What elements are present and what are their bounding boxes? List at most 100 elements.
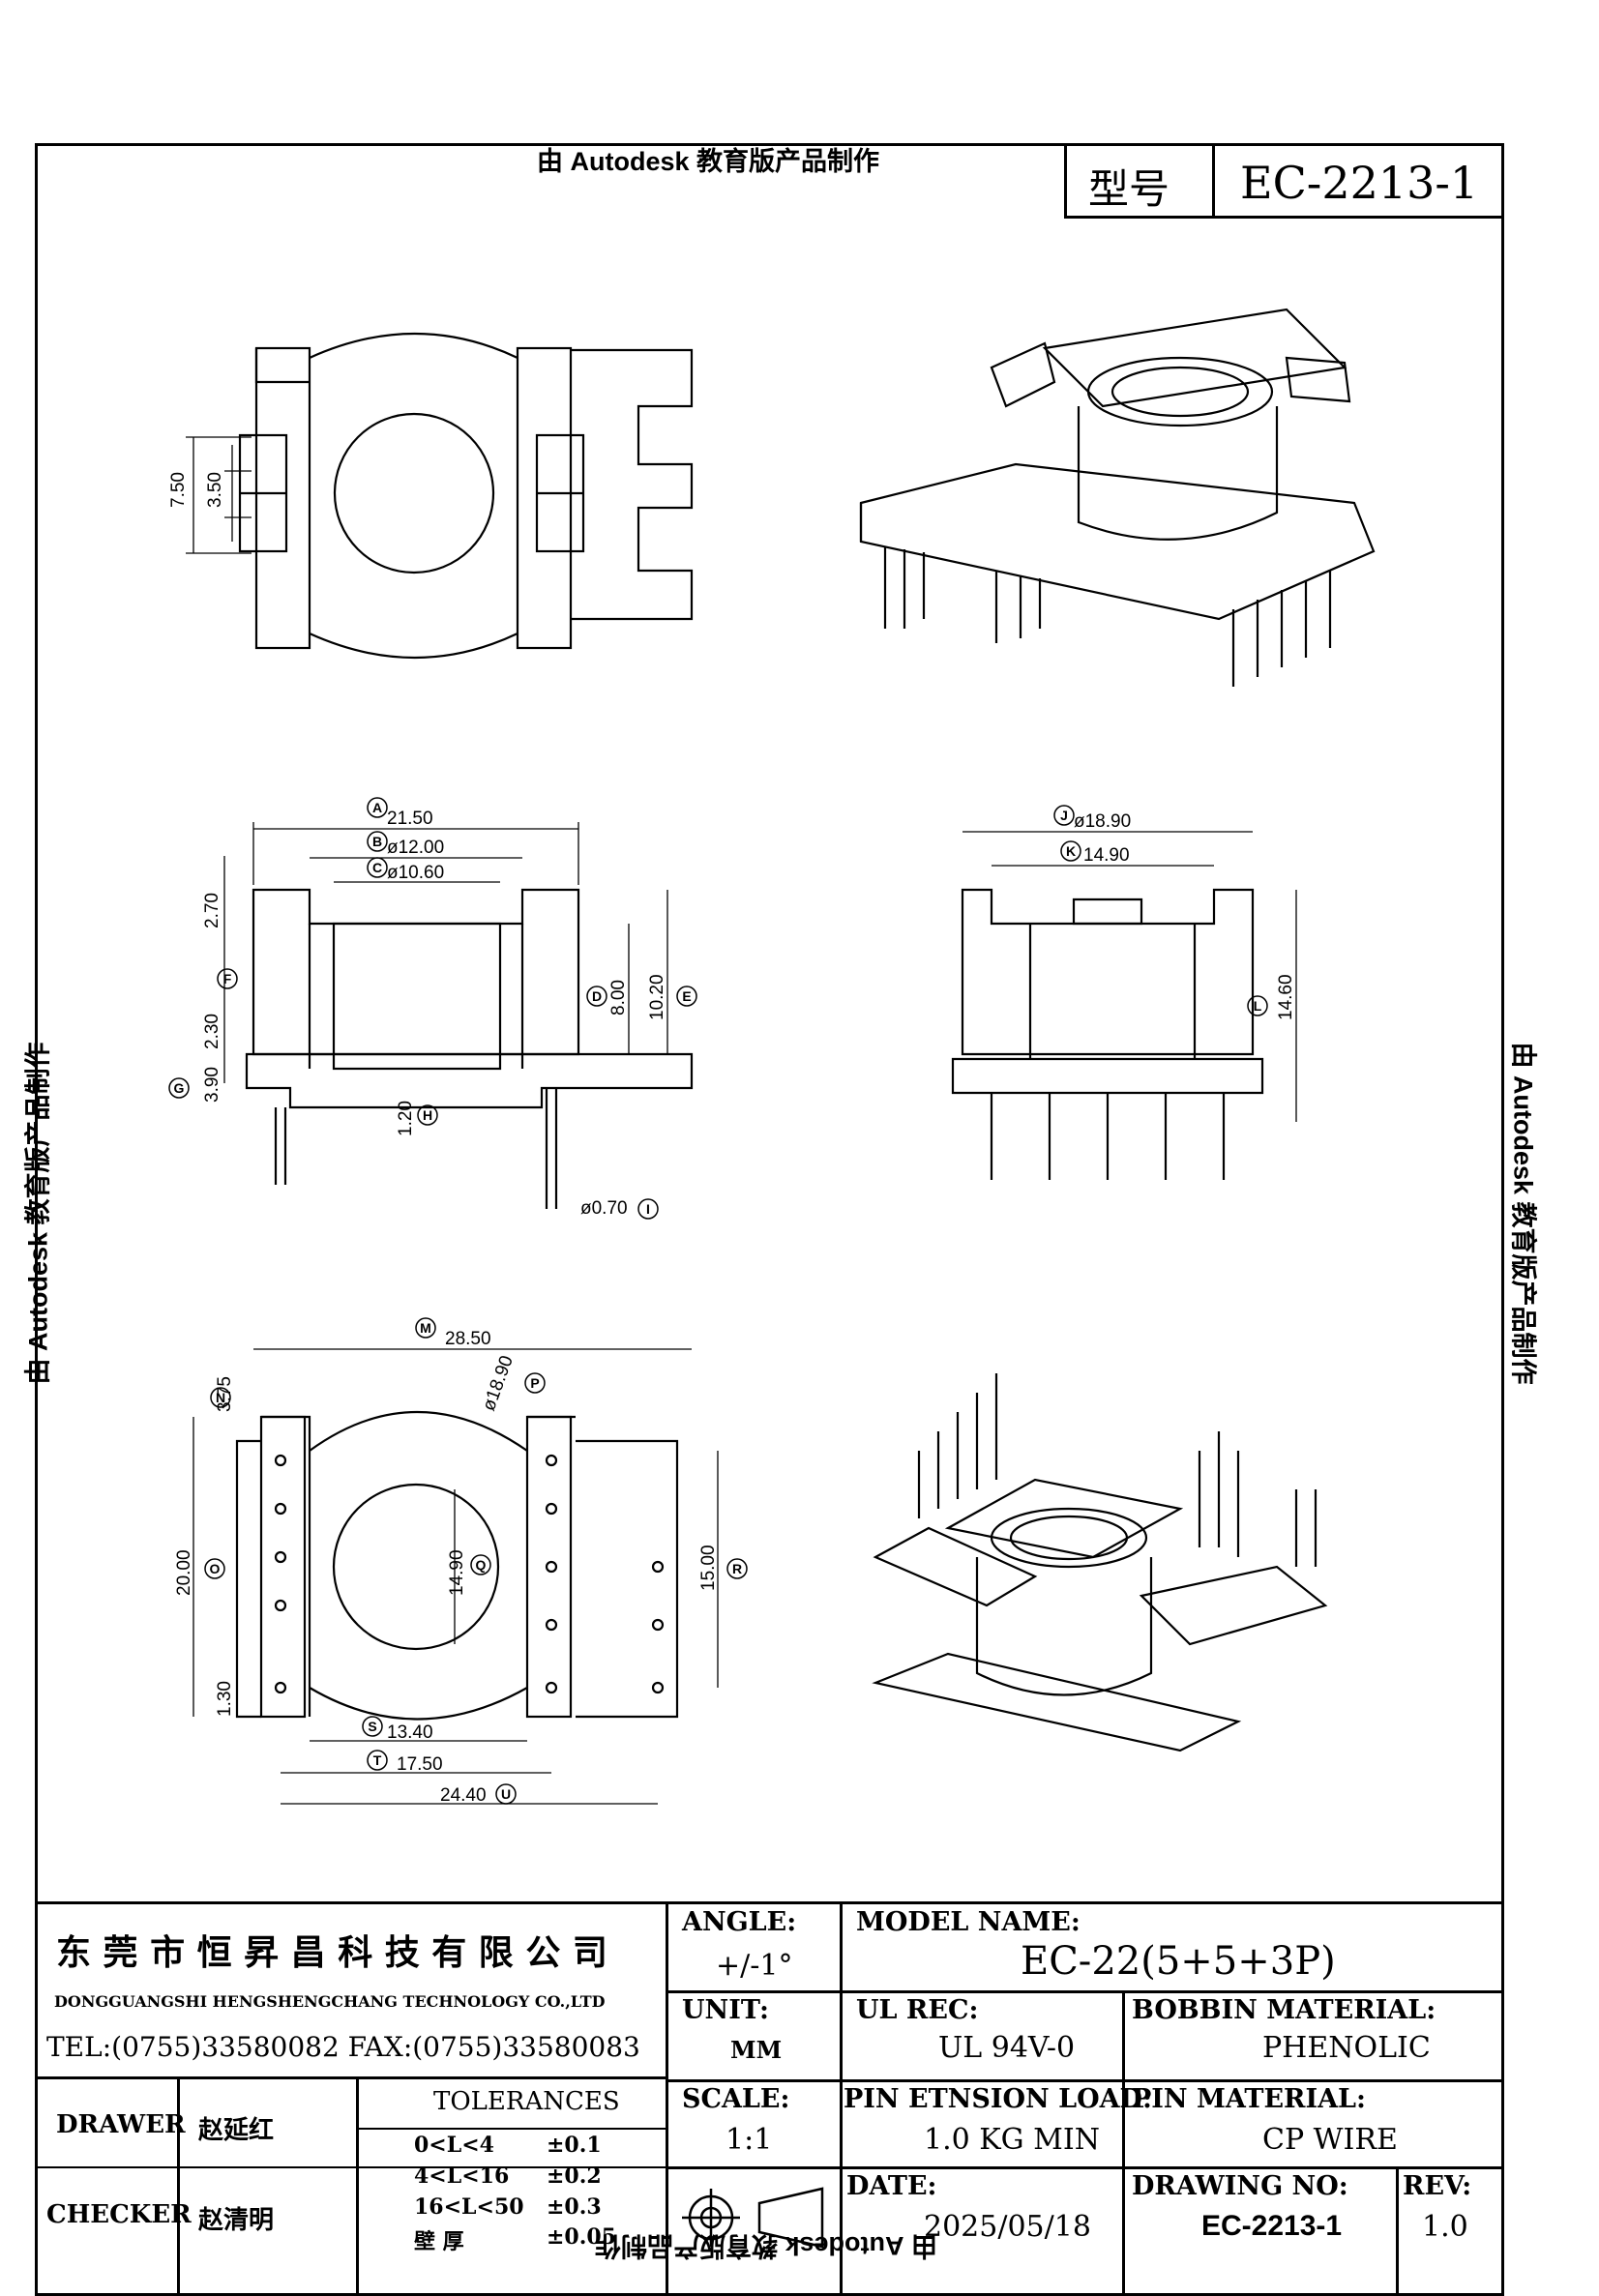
callout-U: U bbox=[495, 1783, 517, 1805]
svg-text:O: O bbox=[210, 1561, 221, 1576]
tolerance-value-3: ±0.05 bbox=[547, 2224, 617, 2250]
front-view bbox=[245, 888, 694, 1209]
pin-load-label: PIN ETNSION LOAD: bbox=[844, 2084, 1152, 2114]
callout-I: I bbox=[637, 1198, 659, 1220]
isometric-view-bottom bbox=[872, 1373, 1328, 1752]
projection-symbol-icon bbox=[682, 2187, 824, 2249]
dim-C: ø10.60 bbox=[387, 863, 444, 883]
svg-text:J: J bbox=[1060, 808, 1068, 823]
model-name-value: EC-22(5+5+3P) bbox=[1021, 1939, 1336, 1984]
callout-S: S bbox=[362, 1716, 383, 1737]
date-label: DATE: bbox=[846, 2171, 937, 2201]
tolerance-value-2: ±0.3 bbox=[547, 2194, 602, 2220]
svg-text:G: G bbox=[174, 1080, 185, 1096]
dim-H: 1.20 bbox=[396, 1101, 416, 1136]
angle-value: +/-1° bbox=[716, 1949, 793, 1983]
tolerance-value-1: ±0.2 bbox=[547, 2164, 602, 2189]
angle-label: ANGLE: bbox=[682, 1907, 797, 1937]
dim-A: 21.50 bbox=[387, 809, 433, 829]
side-view bbox=[951, 888, 1264, 1180]
svg-text:F: F bbox=[223, 971, 232, 986]
callout-M: M bbox=[415, 1317, 436, 1339]
callout-J: J bbox=[1053, 805, 1075, 826]
tolerance-value-0: ±0.1 bbox=[547, 2133, 602, 2158]
callout-H: H bbox=[417, 1104, 438, 1126]
unit-label: UNIT: bbox=[682, 1995, 769, 2025]
tolerance-range-1: 4<L<16 bbox=[414, 2164, 510, 2189]
dim-T: 17.50 bbox=[397, 1754, 443, 1775]
callout-R: R bbox=[726, 1558, 748, 1579]
company-contact: TEL:(0755)33580082 FAX:(0755)33580083 bbox=[46, 2031, 640, 2063]
svg-text:P: P bbox=[530, 1375, 539, 1391]
dim-U: 24.40 bbox=[440, 1785, 487, 1806]
dim-J: ø18.90 bbox=[1074, 811, 1131, 832]
svg-text:U: U bbox=[501, 1786, 511, 1802]
svg-text:C: C bbox=[372, 860, 382, 875]
bobbin-material-value: PHENOLIC bbox=[1262, 2031, 1431, 2065]
svg-text:N: N bbox=[216, 1390, 225, 1405]
dim-K: 14.90 bbox=[1083, 845, 1130, 866]
svg-text:B: B bbox=[372, 834, 382, 849]
technical-drawing: 7.50 3.50 21.50 ø12.00 ø10.60 2.70 2.30 … bbox=[168, 308, 1376, 1806]
svg-text:D: D bbox=[592, 988, 602, 1004]
callout-Q: Q bbox=[470, 1554, 491, 1575]
tolerance-range-3: 壁 厚 bbox=[414, 2229, 464, 2254]
dim-N: 3.75 bbox=[215, 1376, 235, 1412]
ul-rec-label: UL REC: bbox=[856, 1995, 979, 2025]
dim-E: 10.20 bbox=[647, 974, 667, 1020]
dim-D: 8.00 bbox=[608, 980, 629, 1016]
drawing-no-value: EC-2213-1 bbox=[1201, 2210, 1343, 2242]
drawing-no-label: DRAWING NO: bbox=[1132, 2171, 1348, 2201]
callout-G: G bbox=[168, 1077, 190, 1099]
callout-O: O bbox=[204, 1558, 225, 1579]
dim-L: 14.60 bbox=[1276, 974, 1296, 1020]
checker-label: CHECKER bbox=[46, 2200, 192, 2229]
callout-N: N bbox=[210, 1387, 231, 1408]
bobbin-material-label: BOBBIN MATERIAL: bbox=[1132, 1995, 1436, 2025]
svg-text:E: E bbox=[682, 988, 691, 1004]
drawer-label: DRAWER bbox=[56, 2110, 186, 2139]
drawer-value: 赵延红 bbox=[198, 2116, 275, 2145]
svg-text:R: R bbox=[732, 1561, 742, 1576]
watermark-top: 由 Autodesk 教育版产品制作 bbox=[537, 147, 880, 176]
isometric-view-top bbox=[859, 308, 1376, 687]
callout-L: L bbox=[1247, 995, 1268, 1016]
callout-F: F bbox=[217, 968, 238, 989]
dim-O: 20.00 bbox=[174, 1549, 194, 1596]
dim-front-top: 2.70 bbox=[202, 893, 222, 928]
svg-text:T: T bbox=[373, 1752, 382, 1768]
svg-text:K: K bbox=[1066, 843, 1076, 859]
callout-P: P bbox=[524, 1372, 546, 1394]
callout-K: K bbox=[1060, 840, 1081, 862]
dim-pitch: 1.30 bbox=[215, 1681, 235, 1717]
svg-text:H: H bbox=[423, 1107, 432, 1123]
dim-F: 2.30 bbox=[202, 1014, 222, 1049]
model-name-label: MODEL NAME: bbox=[856, 1907, 1081, 1937]
callout-T: T bbox=[367, 1750, 388, 1771]
dim-M: 28.50 bbox=[445, 1329, 491, 1349]
svg-text:I: I bbox=[646, 1201, 650, 1217]
callout-A: A bbox=[367, 797, 388, 818]
unit-value: MM bbox=[730, 2036, 783, 2064]
tolerance-range-0: 0<L<4 bbox=[414, 2133, 494, 2158]
tolerance-range-2: 16<L<50 bbox=[414, 2194, 524, 2220]
dim-G: 3.90 bbox=[202, 1067, 222, 1103]
dim-S: 13.40 bbox=[387, 1722, 433, 1743]
pin-material-label: PIN MATERIAL: bbox=[1132, 2084, 1367, 2114]
dim-I: ø0.70 bbox=[580, 1198, 628, 1219]
model-value: EC-2213-1 bbox=[1240, 157, 1479, 209]
pin-material-value: CP WIRE bbox=[1262, 2123, 1398, 2157]
company-name-cn: 东 莞 市 恒 昇 昌 科 技 有 限 公 司 bbox=[56, 1932, 607, 1973]
rev-label: REV: bbox=[1403, 2171, 1472, 2201]
dim-B: ø12.00 bbox=[387, 838, 444, 858]
dimension-lines bbox=[192, 822, 1297, 1805]
date-value: 2025/05/18 bbox=[924, 2210, 1091, 2244]
top-view bbox=[186, 332, 694, 660]
model-header-divider bbox=[1212, 143, 1215, 219]
model-header bbox=[1064, 143, 1504, 219]
pin-load-value: 1.0 KG MIN bbox=[924, 2123, 1100, 2157]
dim-Q: 14.90 bbox=[447, 1549, 467, 1596]
company-name-en: DONGGUANGSHI HENGSHENGCHANG TECHNOLOGY C… bbox=[54, 1992, 606, 2011]
dim-R: 15.00 bbox=[698, 1545, 719, 1591]
svg-text:M: M bbox=[420, 1320, 431, 1336]
